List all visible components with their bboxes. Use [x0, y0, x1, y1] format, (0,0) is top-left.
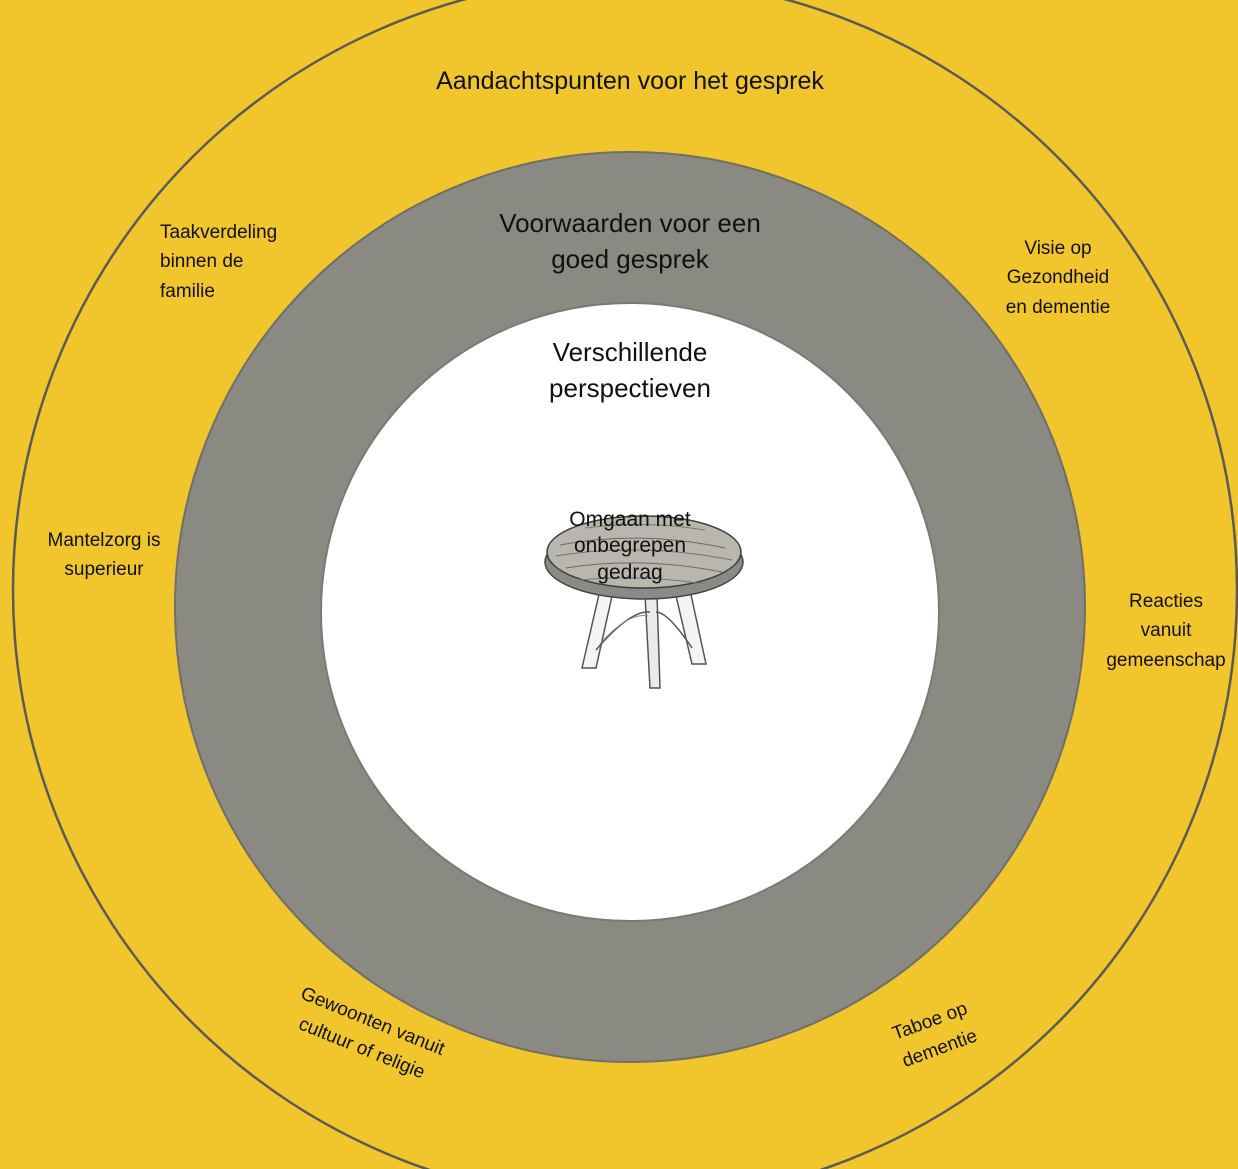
round-stool-icon	[544, 515, 744, 689]
label-mantelzorg: Mantelzorg is superieur	[47, 530, 161, 581]
inner-circle-title: Verschillende perspectieven	[549, 337, 711, 404]
label-taakverdeling: Taakverdeling binnen de familie	[160, 222, 278, 302]
middle-ring-title: Voorwaarden voor een goed gesprek	[499, 208, 761, 275]
center-label: Omgaan met onbegrepen gedrag	[569, 508, 691, 584]
label-reacties: Reacties vanuit gemeenschap	[1106, 591, 1226, 671]
label-visie: Visie op Gezondheid en dementie	[1005, 238, 1111, 318]
outer-ring-title: Aandachtspunten voor het gesprek	[436, 67, 824, 95]
inner-circle	[320, 302, 940, 922]
